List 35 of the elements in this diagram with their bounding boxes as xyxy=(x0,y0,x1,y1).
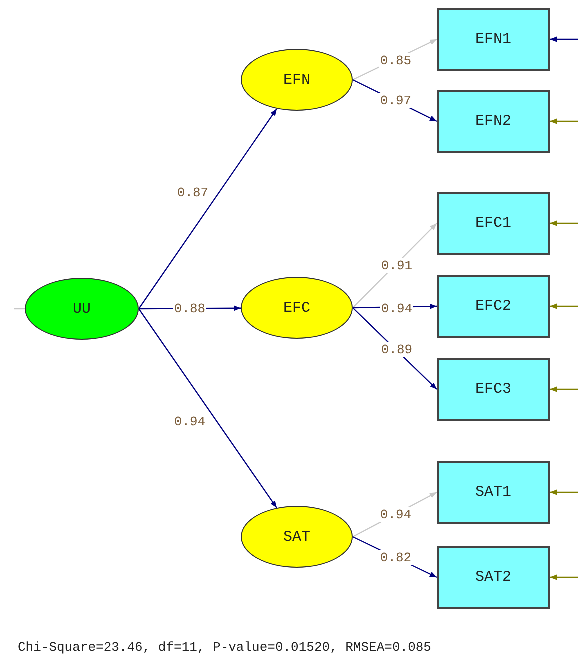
indicator-box xyxy=(437,546,550,609)
node-label: SAT1 xyxy=(475,484,512,501)
arrow xyxy=(550,574,578,580)
node-label: EFC3 xyxy=(475,381,512,398)
node-label: EFC1 xyxy=(475,215,512,232)
arrow xyxy=(138,108,278,310)
indicator-box xyxy=(437,192,550,255)
arrow xyxy=(550,118,578,124)
arrow xyxy=(550,36,578,42)
edge-label: 0.94 xyxy=(379,508,413,522)
indicator-box xyxy=(437,8,550,71)
edge-label: 0.91 xyxy=(380,258,414,274)
indicator-box xyxy=(437,461,550,524)
arrow xyxy=(550,304,578,310)
node-label: SAT xyxy=(283,528,310,546)
arrow xyxy=(138,308,278,508)
indicator-box xyxy=(437,358,550,421)
arrow xyxy=(550,490,578,496)
line xyxy=(14,308,25,310)
node-label: UU xyxy=(72,300,91,318)
node-label: SAT2 xyxy=(475,569,512,586)
node-label: EFN xyxy=(283,72,310,88)
indicator-box xyxy=(437,275,550,338)
edge-label: 0.85 xyxy=(379,54,413,68)
node-label: EFC xyxy=(283,300,310,316)
node-label: EFN2 xyxy=(475,113,512,130)
edge-label: 0.82 xyxy=(379,550,413,566)
arrow xyxy=(550,220,578,226)
edge-label: 0.89 xyxy=(380,342,414,358)
node-label: EFC2 xyxy=(475,298,512,315)
edge-label: 0.97 xyxy=(379,94,413,108)
indicator-box xyxy=(437,90,550,153)
arrow xyxy=(550,386,578,392)
caption: Chi-Square=23.46, df=11, P-value=0.01520, RMSEA=0.085 xyxy=(18,640,432,655)
node-label: EFN1 xyxy=(475,31,512,48)
